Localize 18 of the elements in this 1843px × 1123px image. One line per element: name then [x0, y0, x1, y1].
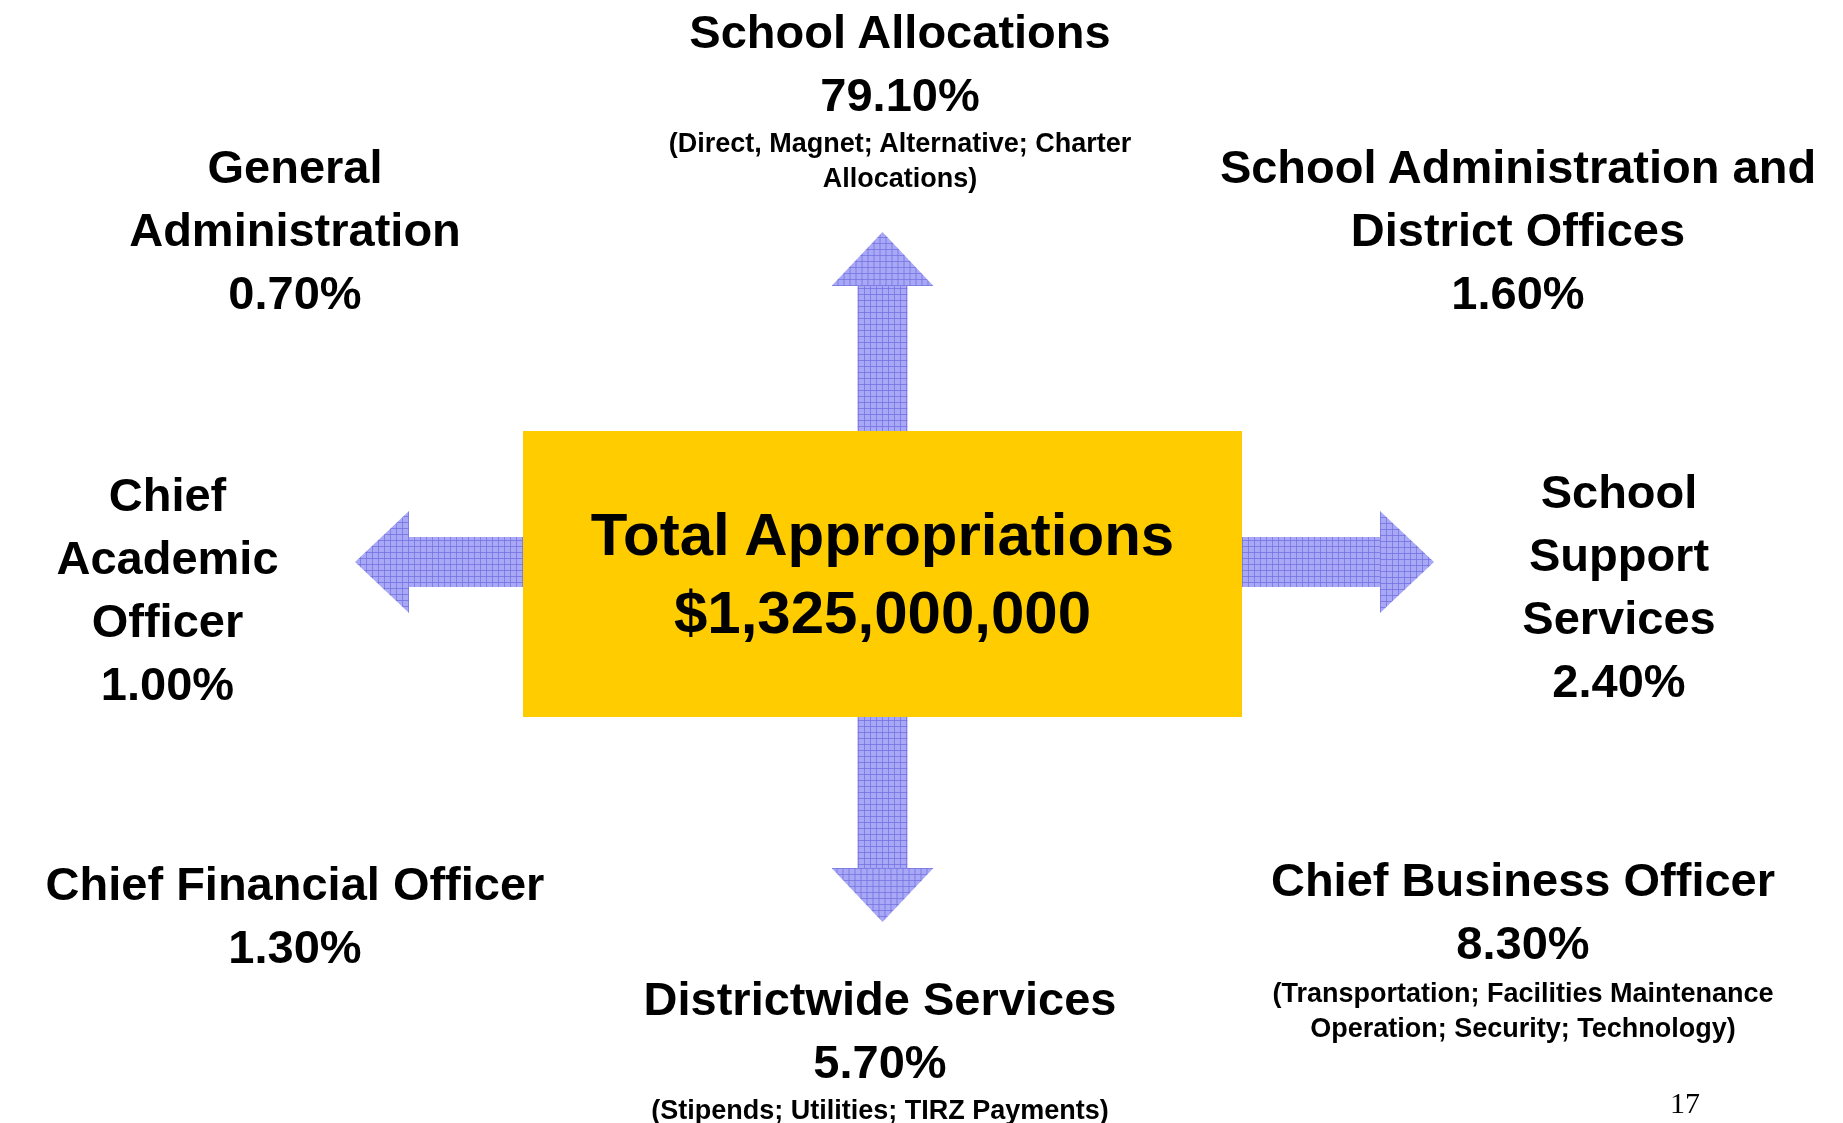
page-number: 17 [1669, 1085, 1701, 1121]
block-arrow [1242, 511, 1434, 613]
category-label: Chief Financial Officer [44, 856, 546, 912]
category-label: School Administration and District Offices [1218, 139, 1818, 258]
percentage-label: 1.30% [227, 919, 363, 975]
block-arrow [831, 232, 934, 431]
percentage-label: 1.60% [1450, 265, 1586, 321]
percentage-label: 8.30% [1455, 915, 1591, 971]
note-text: (Transportation; Facilities Maintenance Operation; Security; Technology) [1271, 977, 1775, 1045]
category-text: School Support Services 2.40% [1434, 458, 1764, 714]
total-box: Total Appropriations $1,325,000,000 [523, 431, 1242, 717]
percentage-label: 0.70% [227, 265, 363, 321]
category-text: School Allocations 79.10% (Direct, Magnet; Alternative; Charter Allocations) [600, 4, 1200, 232]
category-text: Chief Academic Officer 1.00% [20, 464, 355, 714]
block-arrow [355, 511, 523, 613]
category-label: General Administration [128, 139, 462, 258]
category-label: Chief Business Officer [1269, 852, 1777, 908]
block-arrow [831, 717, 934, 922]
